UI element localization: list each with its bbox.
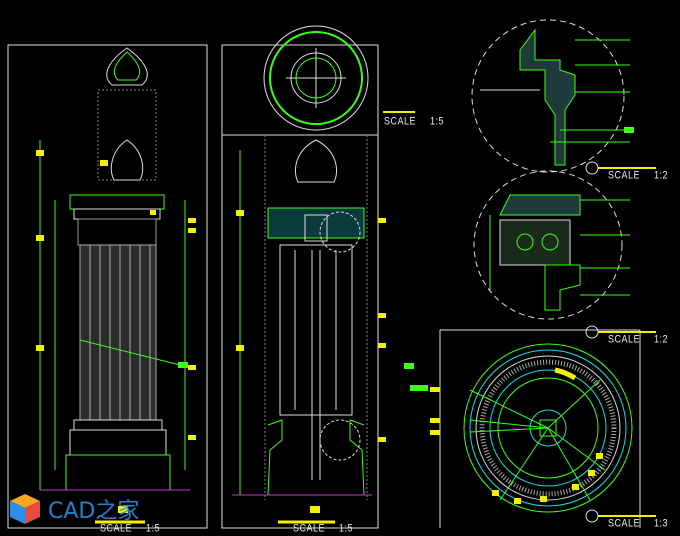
column-section-drawing xyxy=(232,135,414,524)
scale-value: 1:2 xyxy=(654,333,669,345)
scale-label-section: SCALE 1:5 xyxy=(293,522,353,534)
scale-value: 1:3 xyxy=(654,517,669,529)
scale-value: 1:5 xyxy=(430,115,445,127)
cad-cube-logo-icon xyxy=(10,494,40,524)
view-frames xyxy=(7,44,641,529)
scale-text: SCALE xyxy=(608,517,641,529)
detail-1-drawing xyxy=(471,19,656,175)
scale-label-elevation: SCALE 1:5 xyxy=(100,522,160,534)
column-plan-drawing xyxy=(410,343,656,523)
scale-text: SCALE xyxy=(608,169,641,181)
column-top-plan-drawing xyxy=(263,25,415,131)
scale-value: 1:2 xyxy=(654,169,669,181)
scale-label-detail-2: SCALE 1:2 xyxy=(608,333,668,345)
scale-value: 1:5 xyxy=(339,522,354,534)
scale-text: SCALE xyxy=(384,115,417,127)
scale-text: SCALE xyxy=(293,522,326,534)
watermark: CAD之家 xyxy=(8,492,139,526)
scale-label-top-plan: SCALE 1:5 xyxy=(384,115,444,127)
column-elevation-drawing xyxy=(36,47,196,524)
scale-text: SCALE xyxy=(100,522,133,534)
scale-value: 1:5 xyxy=(146,522,161,534)
detail-2-drawing xyxy=(473,170,656,339)
scale-text: SCALE xyxy=(608,333,641,345)
scale-label-plan: SCALE 1:3 xyxy=(608,517,668,529)
scale-label-detail-1: SCALE 1:2 xyxy=(608,169,668,181)
watermark-text: CAD之家 xyxy=(48,499,140,524)
